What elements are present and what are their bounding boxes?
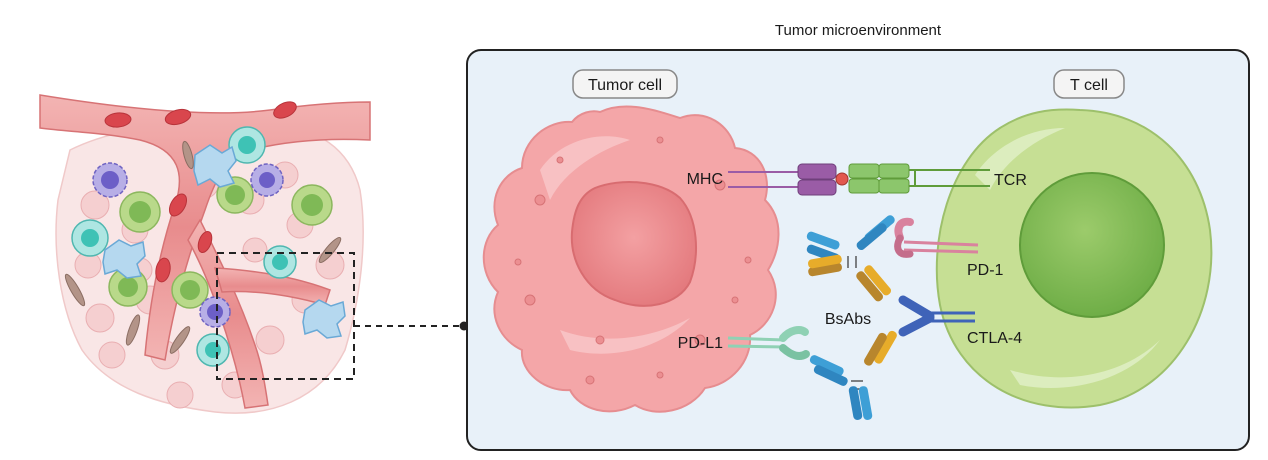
mhc-tcr-complex	[728, 163, 990, 196]
mhc-label: MHC	[687, 171, 723, 188]
pd1-label: PD-1	[967, 262, 1004, 279]
t-cell-label-text: T cell	[1070, 77, 1108, 94]
tcr-molecule	[848, 163, 880, 179]
pd1-receptor	[894, 217, 979, 258]
antigen-peptide	[835, 172, 849, 186]
t-cell-highlight	[975, 128, 1065, 190]
tcr-molecule	[878, 178, 910, 194]
ctla4-label: CTLA-4	[967, 330, 1022, 347]
green-cells	[108, 176, 333, 309]
tumor-cell-highlight	[540, 136, 630, 200]
red-blood-cell	[164, 108, 192, 126]
tcr-molecule	[848, 178, 880, 194]
dendritic-cells	[102, 144, 346, 339]
tcr-molecule	[878, 163, 910, 179]
red-blood-cell	[104, 112, 132, 128]
red-blood-cell	[168, 193, 188, 217]
t-cell-label: T cell	[1053, 69, 1125, 99]
tcr-label: TCR	[994, 172, 1027, 189]
purple-cells	[92, 162, 284, 328]
bsabs-label: BsAbs	[825, 311, 871, 328]
pdl1-ligand	[727, 326, 810, 360]
bispecific-antibody	[809, 330, 897, 420]
panel-title: Tumor microenvironment	[775, 22, 942, 39]
ctla4-receptor	[898, 295, 975, 337]
tumor-cell-highlight-2	[560, 318, 690, 354]
tumor-cell-label-text: Tumor cell	[588, 77, 662, 94]
tumor-cell-label-box	[572, 69, 678, 99]
mhc-molecule	[797, 163, 837, 180]
red-blood-cell	[273, 101, 297, 119]
t-cell	[935, 108, 1213, 409]
t-cell-nucleus	[1019, 172, 1165, 318]
zoom-box	[216, 252, 355, 380]
tissue-illustration	[39, 94, 469, 414]
bispecific-antibody	[806, 215, 895, 302]
tumor-nucleus	[570, 181, 697, 307]
t-cell-highlight-2	[1010, 340, 1160, 388]
mhc-molecule	[797, 179, 837, 196]
t-cell-label-box	[1053, 69, 1125, 99]
fibroblasts	[64, 140, 342, 354]
red-blood-cell	[155, 257, 171, 283]
tumor-vesicles	[514, 136, 752, 385]
red-blood-cell	[197, 230, 213, 254]
tumor-cell-label: Tumor cell	[572, 69, 678, 99]
tumor-cell	[482, 105, 780, 413]
pdl1-label: PD-L1	[678, 335, 723, 352]
